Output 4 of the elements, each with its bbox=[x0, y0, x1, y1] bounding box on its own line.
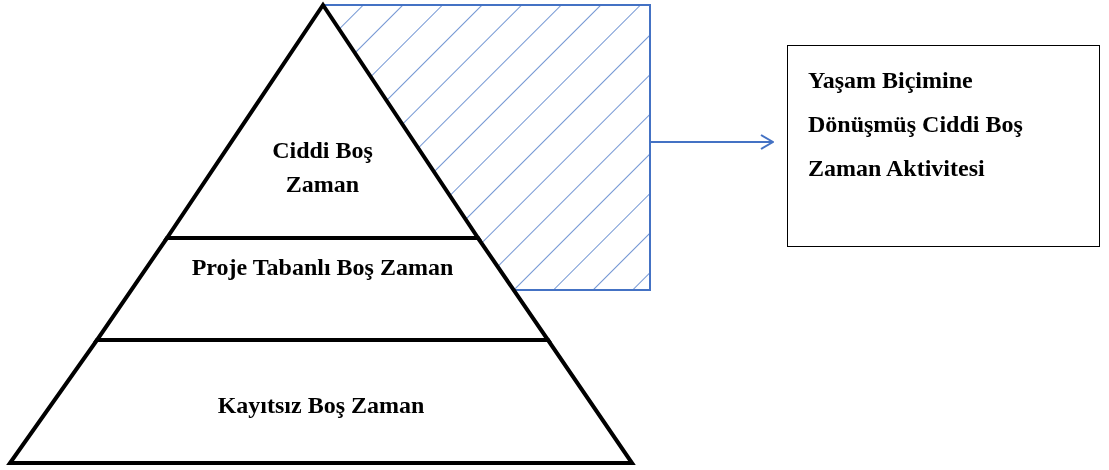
tier-label: Ciddi Boş Zaman bbox=[271, 136, 374, 199]
tier-label: Proje Tabanlı Boş Zaman bbox=[190, 254, 455, 280]
text-box bbox=[787, 45, 1100, 247]
box-text: Yaşam Biçimine Dönüşmüş Ciddi Boş Zaman Aktivitesi bbox=[808, 66, 1024, 183]
